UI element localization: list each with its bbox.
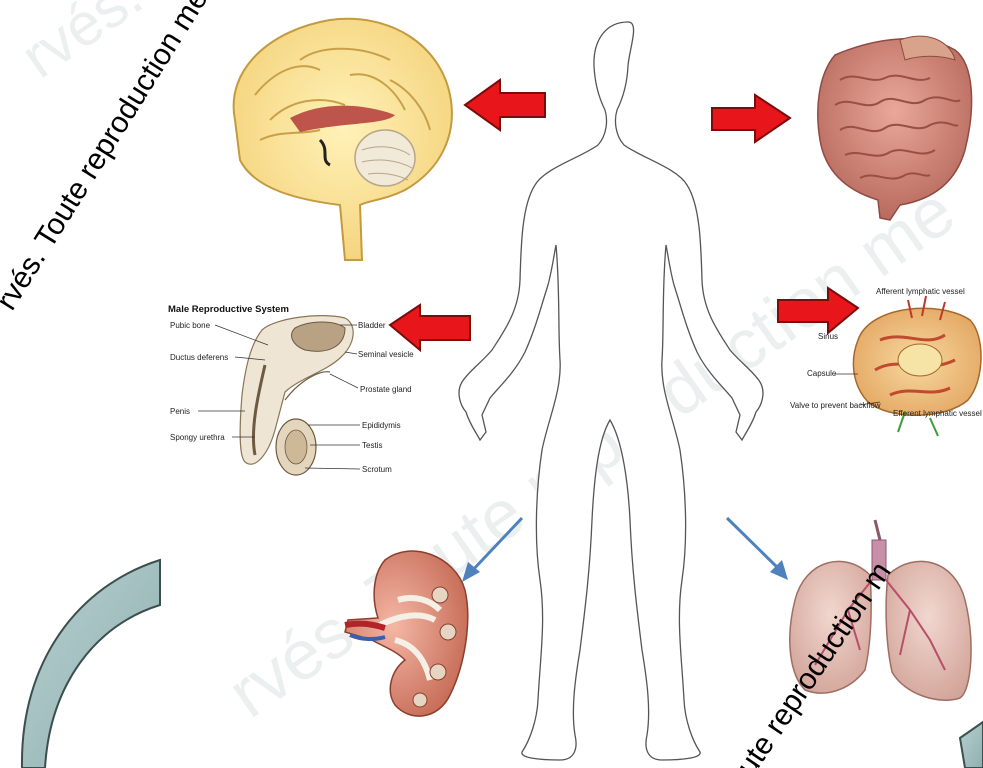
label-spongy-urethra: Spongy urethra — [170, 433, 225, 442]
label-bladder: Bladder — [358, 321, 386, 330]
reproductive-title: Male Reproductive System — [168, 304, 289, 315]
teal-arc-shape — [22, 560, 160, 768]
label-capsule: Capsule — [807, 369, 837, 378]
arrow-to-lungs — [727, 518, 788, 580]
label-penis: Penis — [170, 407, 190, 416]
label-epididymis: Epididymis — [362, 421, 401, 430]
arrow-to-intestines — [712, 95, 790, 142]
arrow-to-brain — [465, 80, 545, 130]
intestines-illustration — [818, 36, 972, 220]
arrow-to-reproductive — [390, 305, 470, 350]
label-ductus-deferens: Ductus deferens — [170, 353, 228, 362]
teal-corner-shape — [960, 722, 983, 768]
label-valve: Valve to prevent backflow — [790, 401, 881, 410]
label-efferent-vessel: Efferent lymphatic vessel — [893, 409, 982, 418]
label-scrotum: Scrotum — [362, 465, 392, 474]
label-pubic-bone: Pubic bone — [170, 321, 211, 330]
brain-illustration — [234, 19, 452, 260]
label-seminal-vesicle: Seminal vesicle — [358, 350, 414, 359]
label-testis: Testis — [362, 441, 382, 450]
male-reproductive-illustration: Male Reproductive System Pubic bone Duct… — [168, 304, 414, 475]
label-prostate: Prostate gland — [360, 385, 412, 394]
label-afferent-vessel: Afferent lymphatic vessel — [876, 287, 965, 296]
